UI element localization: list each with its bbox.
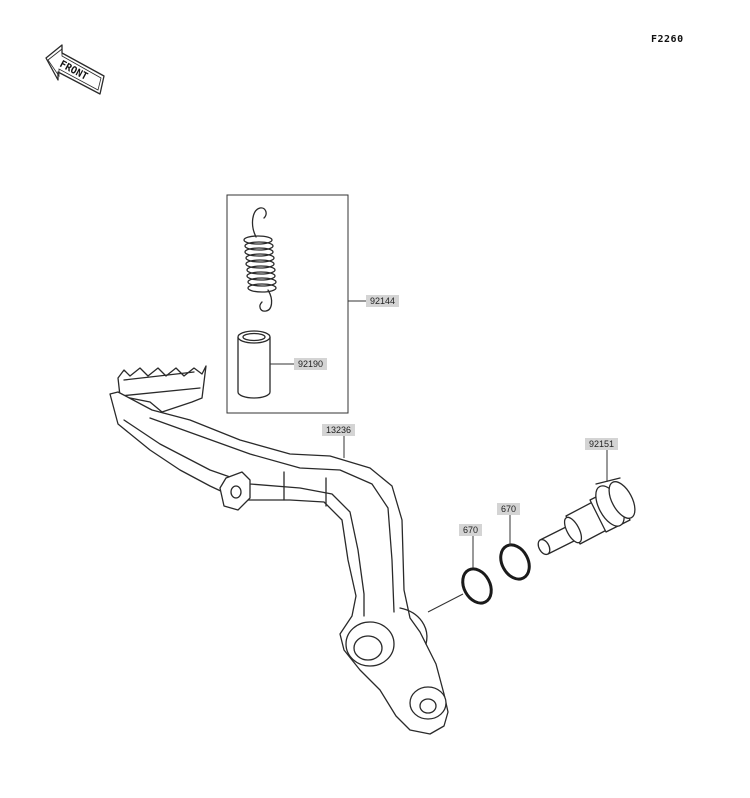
part-label-13236[interactable]: 13236 <box>322 424 356 436</box>
brake-pedal-illustration <box>109 365 449 735</box>
collar-illustration <box>237 330 271 399</box>
o-ring-outer-illustration <box>499 543 531 581</box>
spring-illustration <box>243 207 277 312</box>
part-label-92144[interactable]: 92144 <box>366 295 400 307</box>
figure-code: F2260 <box>651 34 684 45</box>
part-label-92151[interactable]: 92151 <box>585 438 619 450</box>
leader-lines <box>270 300 608 613</box>
front-direction-arrow-icon: FRONT <box>45 44 105 95</box>
part-label-92190[interactable]: 92190 <box>294 358 328 370</box>
pivot-bolt-illustration <box>537 477 636 556</box>
part-label-670-inner[interactable]: 670 <box>459 524 483 536</box>
o-ring-inner-illustration <box>461 567 493 605</box>
spring-collar-kit-box <box>226 194 349 414</box>
part-label-670-outer[interactable]: 670 <box>497 503 521 515</box>
